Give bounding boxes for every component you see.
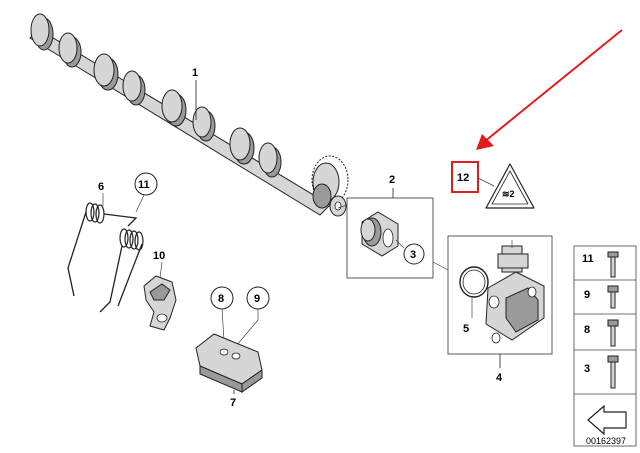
callout-11: 11 [134, 172, 158, 213]
spring-coil-right [119, 228, 144, 251]
camshaft-lobe [122, 70, 146, 106]
bolt-icon [607, 251, 619, 278]
label-1: 1 [192, 67, 198, 79]
bearing-assembly-box[interactable]: 3 [337, 197, 434, 279]
camshaft[interactable] [29, 13, 349, 217]
camshaft-lobe [58, 32, 82, 68]
label-8: 8 [218, 293, 224, 305]
camshaft-lobe [161, 89, 187, 127]
fastener-row[interactable]: 11 [582, 251, 619, 278]
label-2: 2 [389, 174, 395, 186]
camshaft-lobe [192, 106, 216, 142]
label-7: 7 [230, 397, 236, 409]
camshaft-gear [311, 155, 349, 217]
bolt-icon [607, 355, 619, 389]
fastener-label: 8 [584, 324, 590, 336]
highlight-box [451, 161, 479, 193]
fastener-row[interactable]: 8 [584, 319, 619, 347]
rocker-lever[interactable] [143, 275, 177, 331]
valve-spring[interactable] [67, 202, 144, 313]
fastener-table: 11 9 8 3 [573, 245, 637, 447]
camshaft-sensor [485, 240, 545, 344]
label-12: 12 [457, 172, 469, 184]
label-6: 6 [98, 181, 104, 193]
label-5: 5 [463, 323, 469, 335]
fastener-row[interactable]: 9 [584, 285, 619, 309]
o-ring [459, 266, 489, 298]
camshaft-lobe [93, 53, 119, 91]
callout-3-circle [403, 243, 425, 265]
camshaft-lobe [30, 13, 54, 51]
warning-sticker[interactable]: ≋2 [485, 163, 535, 209]
fastener-label: 9 [584, 289, 590, 301]
sensor-assembly-box[interactable]: 5 [447, 235, 553, 355]
bearing-sleeve [360, 211, 399, 257]
callout-2: 2 [389, 174, 395, 198]
callout-1: 1 [192, 67, 198, 120]
camshaft-lobe [258, 142, 282, 178]
highlight-arrow [476, 29, 623, 150]
bracket[interactable] [195, 333, 263, 393]
fastener-label: 11 [582, 253, 594, 265]
label-10: 10 [153, 250, 165, 262]
label-9: 9 [254, 293, 260, 305]
fastener-label: 3 [584, 363, 590, 375]
label-11: 11 [138, 179, 150, 191]
camshaft-lobe [229, 127, 255, 165]
spring-coil-left [85, 202, 105, 224]
label-3: 3 [410, 249, 416, 261]
callout-9: 9 [235, 286, 270, 347]
callout-8: 8 [210, 286, 234, 341]
direction-arrow-icon [587, 404, 627, 436]
bolt-icon [607, 285, 619, 309]
fastener-row[interactable]: 3 [584, 355, 619, 389]
bolt-icon [607, 319, 619, 347]
callout-12: 12 [451, 161, 479, 193]
document-number: 00162397 [586, 436, 626, 446]
sticker-symbol: ≋2 [502, 189, 515, 199]
label-4: 4 [496, 372, 503, 384]
